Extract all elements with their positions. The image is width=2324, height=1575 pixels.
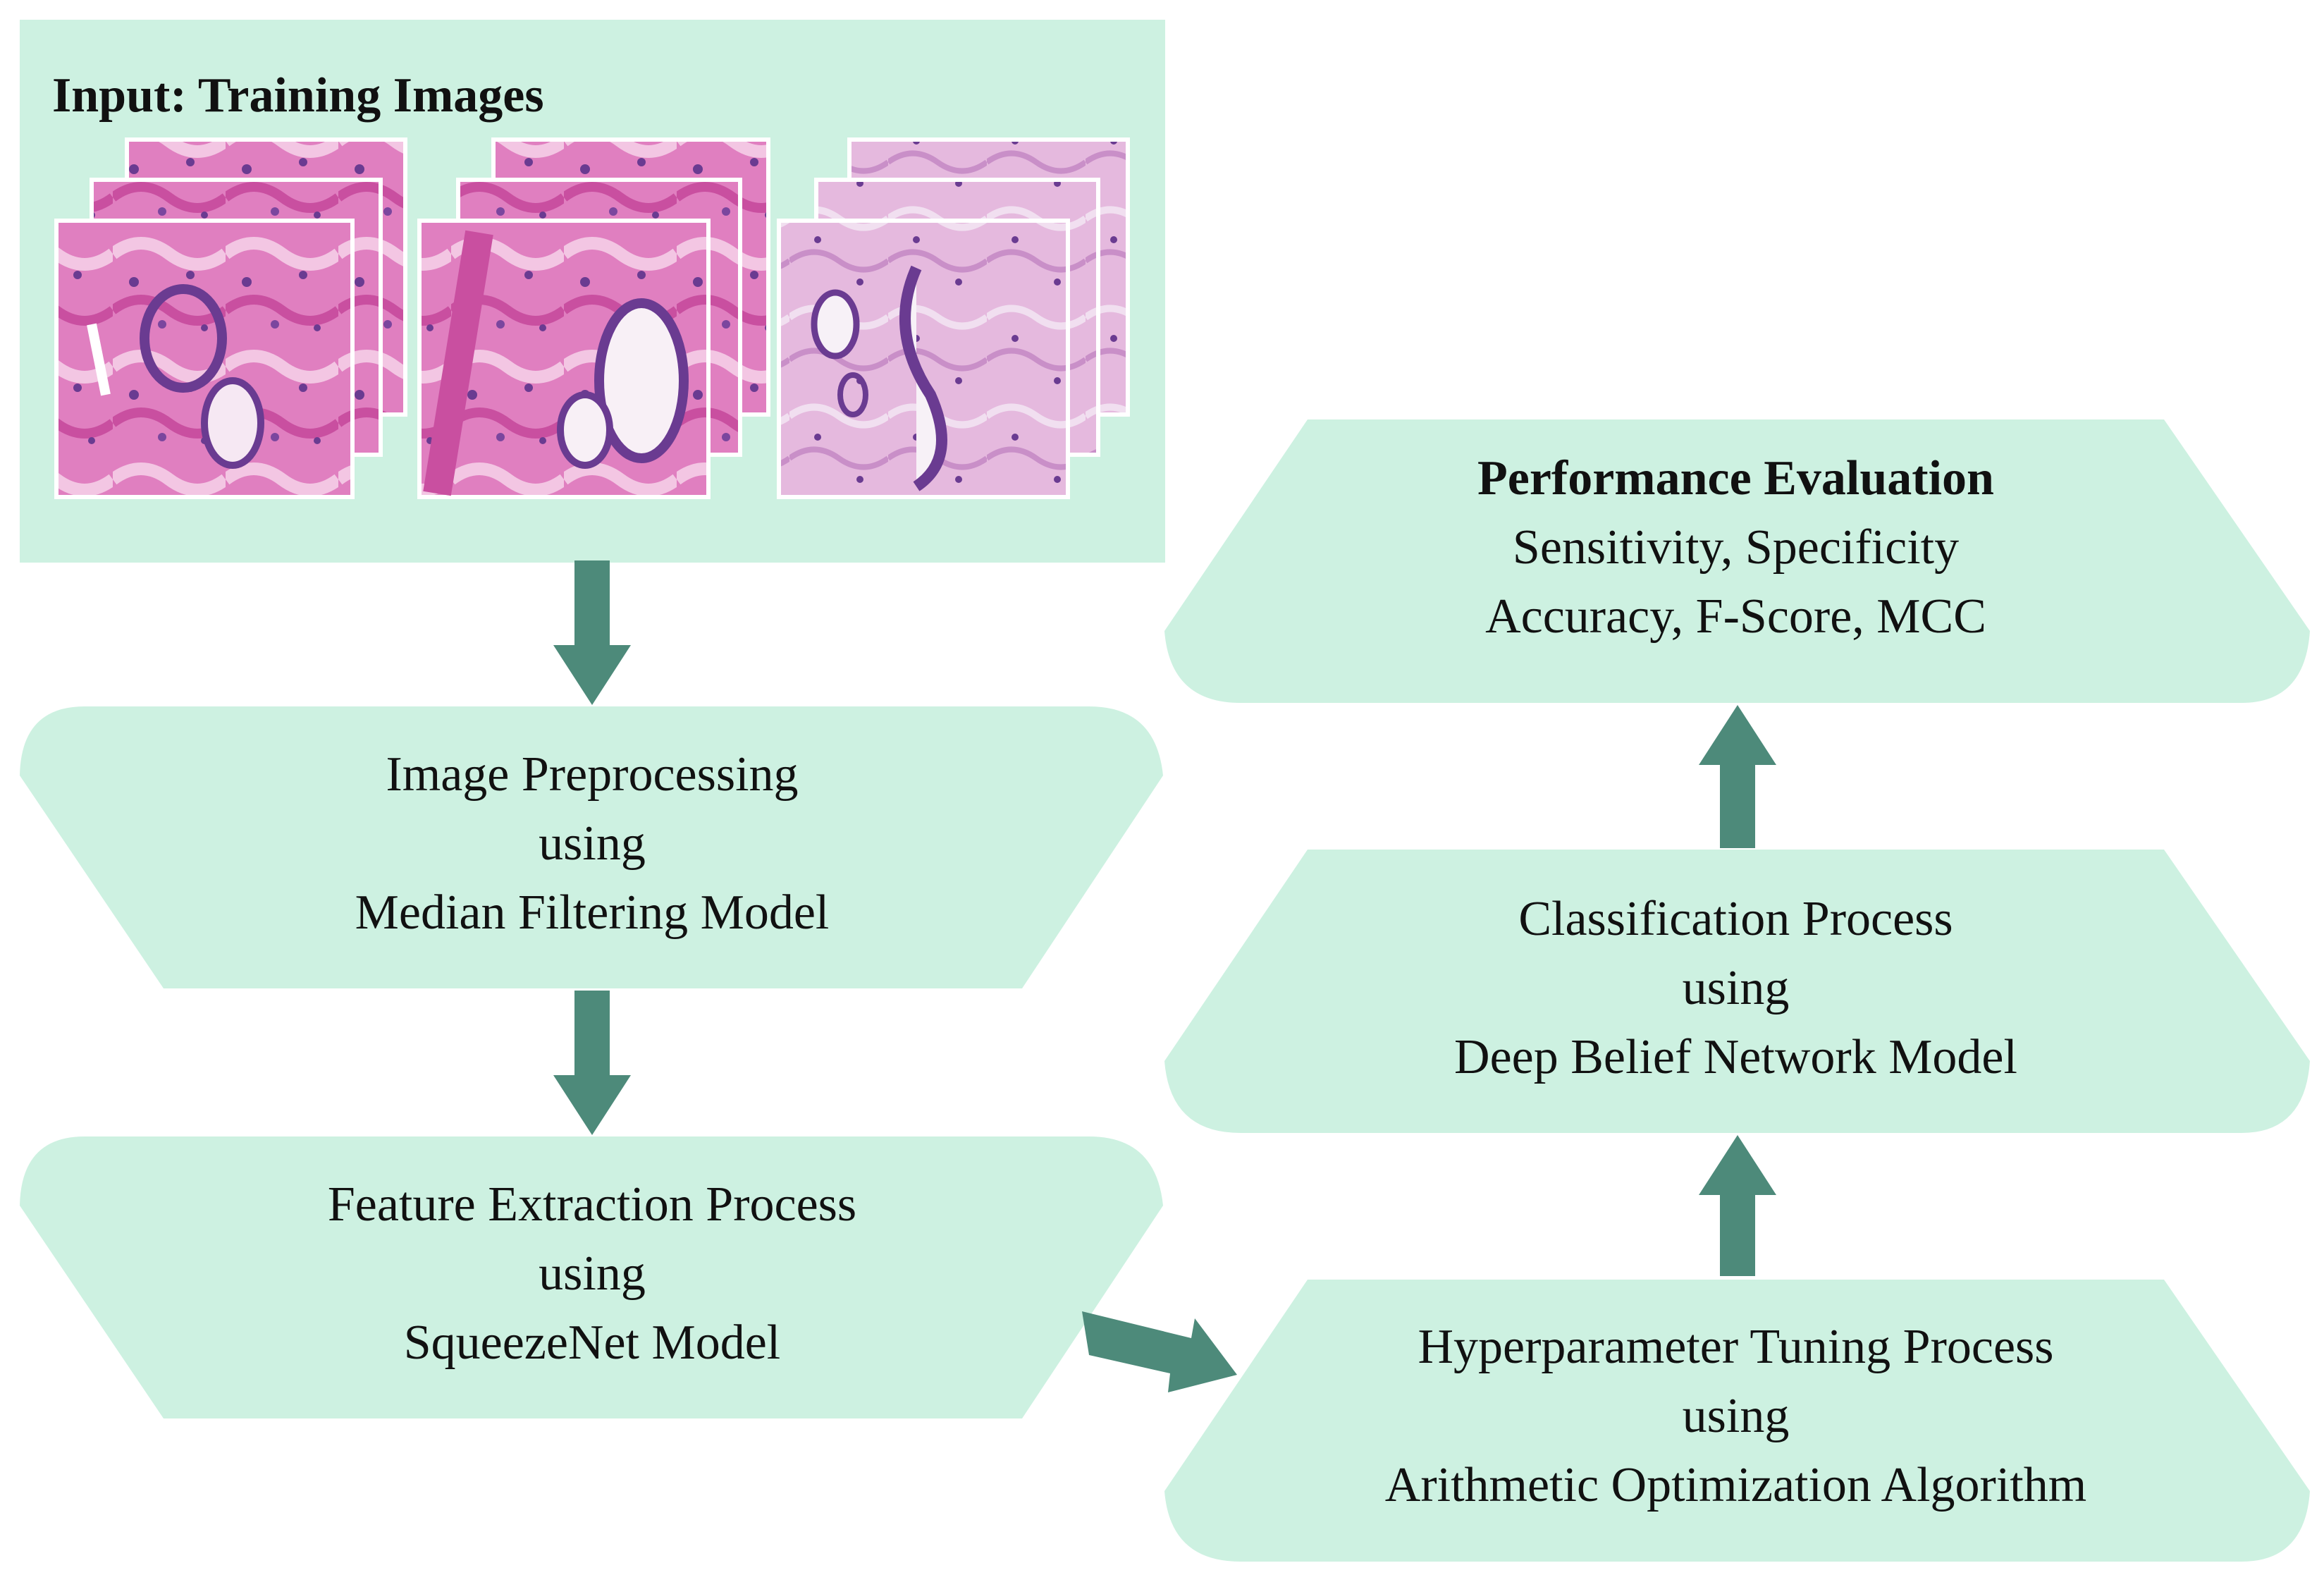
feature-box	[20, 1136, 1163, 1418]
hyper-label: Hyperparameter Tuning Process using Arit…	[1304, 1313, 2168, 1520]
performance-line2: Accuracy, F-Score, MCC	[1485, 589, 1986, 644]
arrow-hyper-to-classify	[1699, 1135, 1776, 1276]
arrow-feature-to-hyper	[1082, 1311, 1237, 1392]
preprocess-line3: Median Filtering Model	[355, 885, 830, 940]
input-title: Input: Training Images	[52, 68, 544, 123]
preprocess-line2: using	[539, 816, 646, 871]
classify-line2: using	[1682, 961, 1790, 1015]
feature-line2: using	[539, 1246, 646, 1301]
classify-label: Classification Process using Deep Belief…	[1304, 885, 2168, 1092]
preprocess-line1: Image Preprocessing	[386, 747, 799, 802]
arrow-input-to-preprocess	[553, 560, 631, 705]
performance-box	[1164, 419, 2310, 703]
performance-label: Performance Evaluation Sensitivity, Spec…	[1304, 444, 2168, 651]
feature-label: Feature Extraction Process using Squeeze…	[169, 1170, 1015, 1378]
classify-line3: Deep Belief Network Model	[1454, 1030, 2017, 1084]
performance-title: Performance Evaluation	[1477, 451, 1994, 505]
preprocess-label: Image Preprocessing using Median Filteri…	[169, 740, 1015, 948]
performance-line1: Sensitivity, Specificity	[1512, 520, 1960, 575]
feature-line3: SqueezeNet Model	[403, 1316, 781, 1370]
classify-box	[1164, 850, 2310, 1133]
image-stack-3	[777, 137, 1130, 499]
arrow-classify-to-performance	[1699, 705, 1776, 848]
hyper-line1: Hyperparameter Tuning Process	[1418, 1320, 2054, 1374]
classify-line1: Classification Process	[1518, 892, 1953, 946]
image-stack-1	[54, 137, 407, 499]
preprocess-box	[20, 706, 1163, 988]
image-stack-2	[417, 137, 770, 499]
feature-line1: Feature Extraction Process	[327, 1177, 857, 1232]
hyper-line3: Arithmetic Optimization Algorithm	[1384, 1458, 2087, 1512]
hyper-box	[1164, 1280, 2310, 1562]
hyper-line2: using	[1682, 1389, 1790, 1443]
arrow-preprocess-to-feature	[553, 991, 631, 1135]
